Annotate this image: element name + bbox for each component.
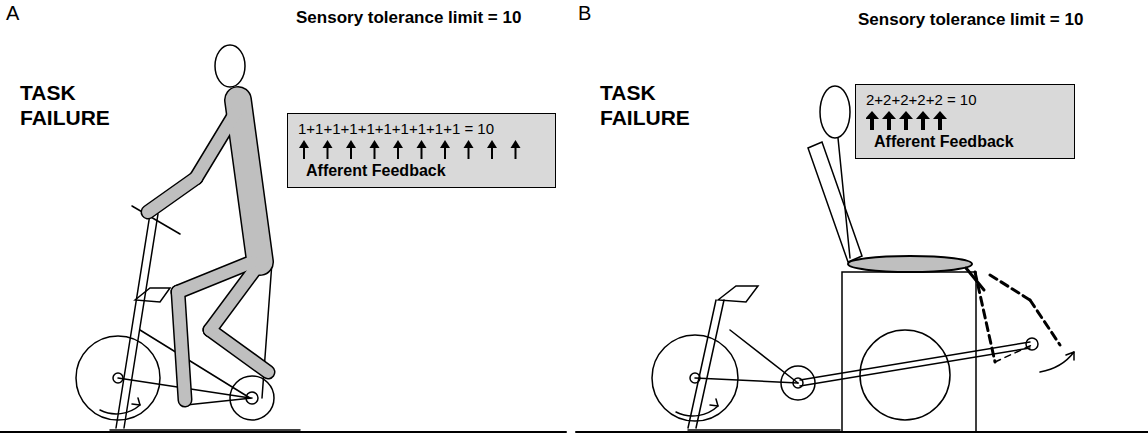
panel-letter: B (578, 2, 591, 25)
panel-letter: A (6, 2, 19, 25)
sum-expression: 2+2+2+2+2 = 10 (866, 91, 1064, 110)
arrow-row (298, 139, 543, 161)
arrow-row (866, 110, 961, 132)
tolerance-label: Sensory tolerance limit = 10 (296, 8, 521, 28)
sum-expression: 1+1+1+1+1+1+1+1+1+1 = 10 (298, 120, 545, 139)
feedback-label: Afferent Feedback (874, 132, 1064, 152)
task-failure-label: TASK FAILURE (20, 80, 140, 130)
tolerance-label: Sensory tolerance limit = 10 (858, 10, 1083, 30)
afferent-arrows (866, 110, 1064, 132)
feedback-box: 2+2+2+2+2 = 10 Afferent Feedback (855, 84, 1075, 159)
feedback-label: Afferent Feedback (306, 161, 545, 181)
feedback-box: 1+1+1+1+1+1+1+1+1+1 = 10 Afferent Feedbac… (287, 113, 556, 188)
task-failure-label: TASK FAILURE (600, 80, 720, 130)
afferent-arrows (298, 139, 545, 161)
